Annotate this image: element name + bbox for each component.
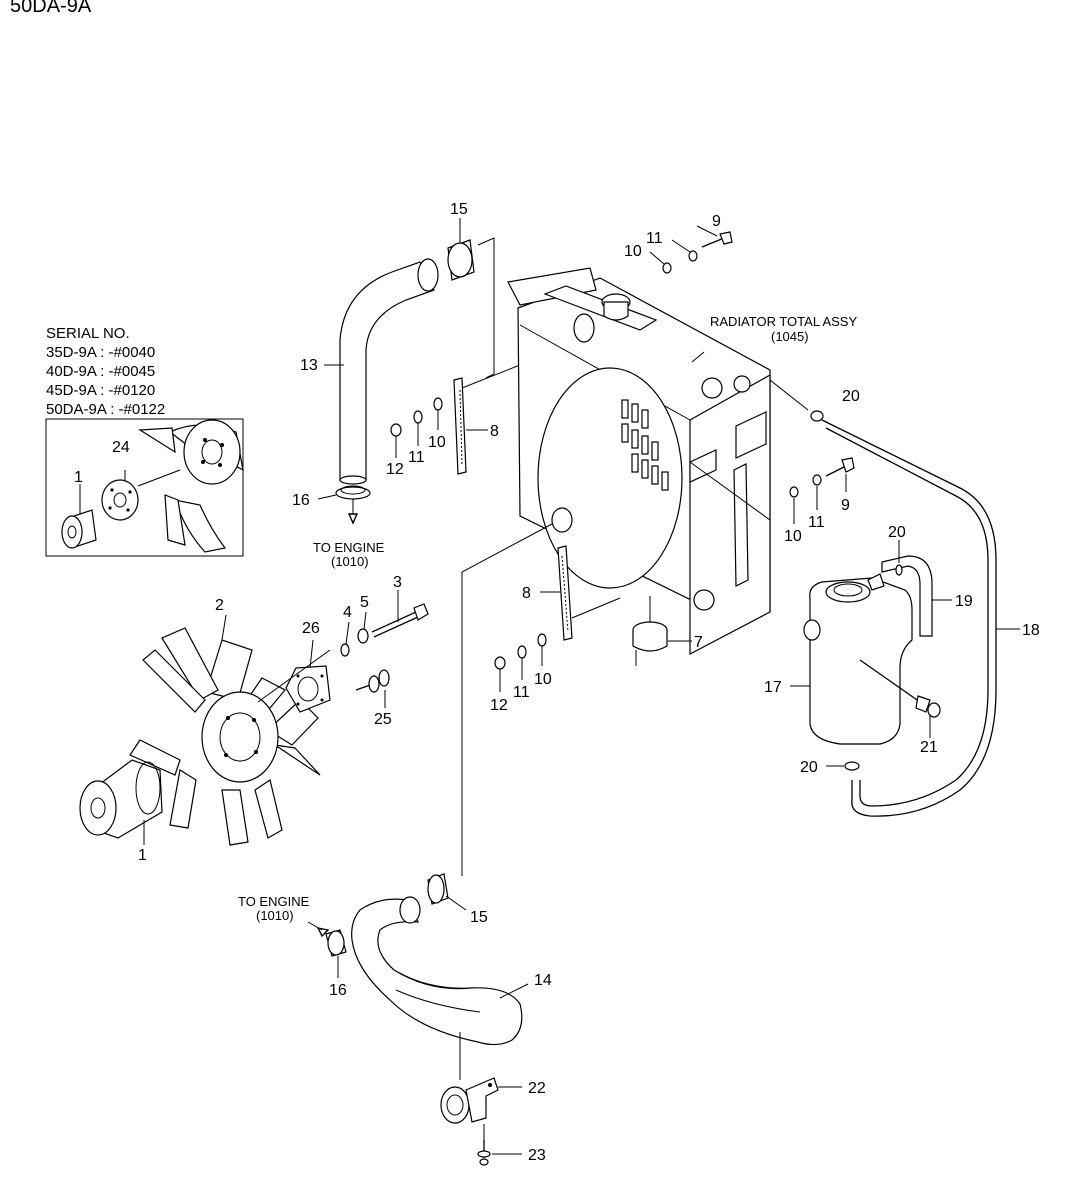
callout-11-a: 11 — [408, 449, 425, 466]
callout-10-mid: 10 — [784, 528, 802, 545]
callout-7: 7 — [694, 634, 703, 651]
serial-line-4: 50DA-9A : -#0122 — [46, 401, 165, 418]
callout-12-a: 12 — [386, 461, 404, 478]
callout-26: 26 — [302, 620, 320, 637]
serial-line-2: 40D-9A : -#0045 — [46, 363, 155, 380]
model-title: 50DA-9A — [10, 0, 92, 17]
radiator-assembly — [507, 225, 855, 655]
assembly-code: (1045) — [771, 329, 809, 344]
callout-15-top: 15 — [450, 201, 468, 218]
callout-22: 22 — [528, 1080, 546, 1097]
callout-13: 13 — [300, 357, 318, 374]
callout-18: 18 — [1022, 622, 1040, 639]
mount-strip-lower — [461, 461, 771, 876]
callout-20-c: 20 — [800, 759, 818, 776]
lower-hose — [307, 873, 529, 1166]
callout-8-b: 8 — [522, 585, 531, 602]
callout-11-b: 11 — [513, 684, 530, 701]
reservoir-tank — [790, 540, 952, 771]
serial-line-3: 45D-9A : -#0120 — [46, 382, 155, 399]
callout-19: 19 — [955, 593, 973, 610]
callout-10-top: 10 — [624, 243, 642, 260]
callout-1: 1 — [138, 847, 147, 864]
upper-hose — [317, 218, 521, 525]
callout-8-a: 8 — [490, 423, 499, 440]
callout-12-b: 12 — [490, 697, 508, 714]
mount-strip-upper — [390, 377, 488, 475]
callout-9-top: 9 — [712, 213, 721, 230]
engine-note-bot-text: TO ENGINE — [238, 894, 310, 909]
callout-5: 5 — [360, 594, 369, 611]
callout-10-a: 10 — [428, 434, 446, 451]
engine-note-top-code: (1010) — [331, 554, 369, 569]
serial-line-1: 35D-9A : -#0040 — [46, 344, 155, 361]
callout-25: 25 — [374, 711, 392, 728]
callout-3: 3 — [393, 574, 402, 591]
callout-14: 14 — [534, 972, 552, 989]
callout-9-mid: 9 — [841, 497, 850, 514]
engine-note-top-text: TO ENGINE — [313, 540, 385, 555]
callout-16-bot: 16 — [329, 982, 347, 999]
serial-title: SERIAL NO. — [46, 325, 130, 342]
callout-17: 17 — [764, 679, 782, 696]
callout-16-top: 16 — [292, 492, 310, 509]
fan-assembly — [79, 590, 429, 846]
callout-24: 24 — [112, 439, 130, 456]
callout-20-b: 20 — [888, 524, 906, 541]
callout-21: 21 — [920, 739, 938, 756]
callout-1-inset: 1 — [74, 469, 83, 486]
callout-2: 2 — [215, 597, 224, 614]
callout-15-bot: 15 — [470, 909, 488, 926]
overflow-hose — [810, 410, 1020, 817]
callout-11-top: 11 — [646, 230, 663, 247]
engine-note-bot-code: (1010) — [256, 908, 294, 923]
inset-box — [45, 418, 244, 557]
callout-4: 4 — [343, 604, 352, 621]
callout-23: 23 — [528, 1147, 546, 1164]
serial-number-note: SERIAL NO. 35D-9A : -#0040 40D-9A : -#00… — [46, 325, 165, 418]
callout-20-a: 20 — [842, 388, 860, 405]
callout-11-mid: 11 — [808, 514, 825, 531]
assembly-name: RADIATOR TOTAL ASSY — [710, 314, 857, 329]
callout-10-b: 10 — [534, 671, 552, 688]
